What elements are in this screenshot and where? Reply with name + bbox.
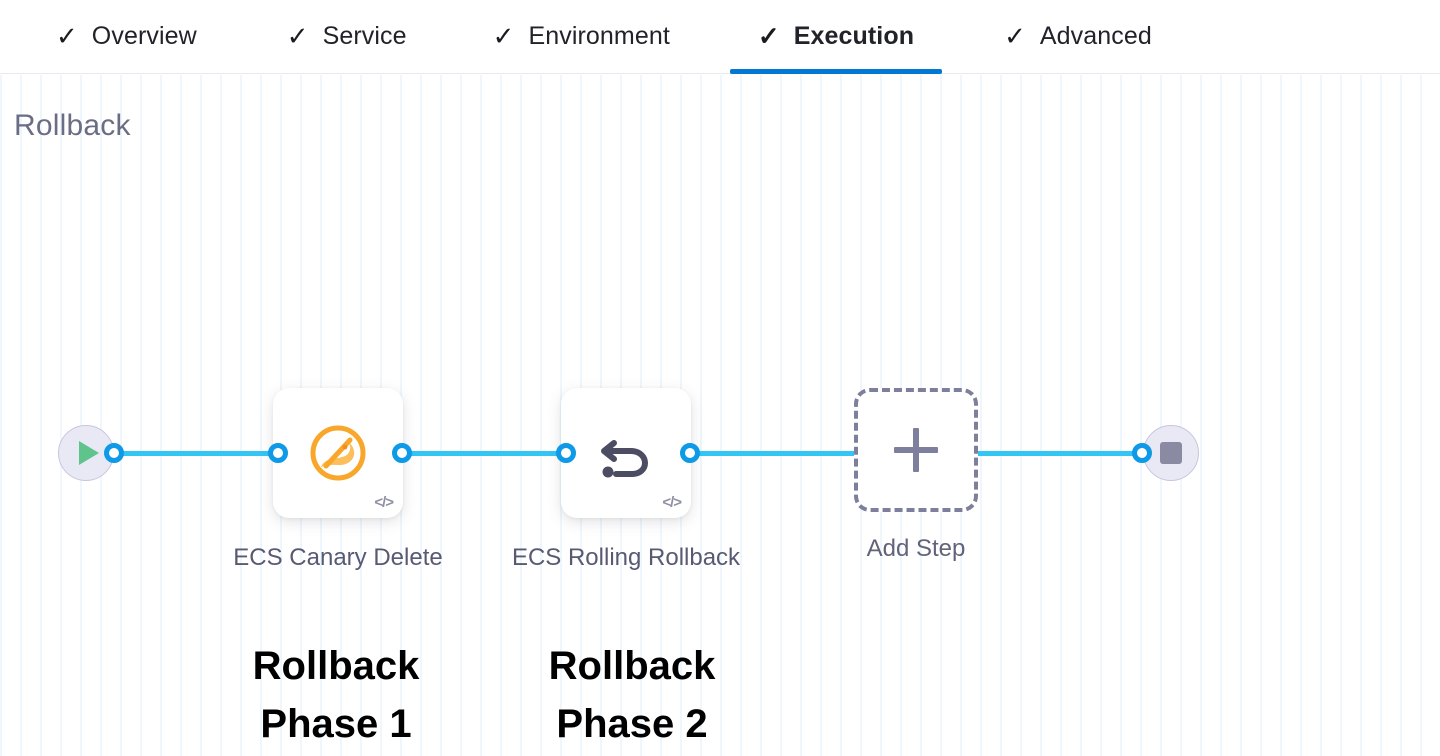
code-icon[interactable]: </> <box>662 494 682 511</box>
code-icon[interactable]: </> <box>374 494 394 511</box>
check-icon: ✓ <box>757 20 780 51</box>
check-icon: ✓ <box>492 20 515 51</box>
connector-line <box>398 451 570 456</box>
annotation-line: Rollback <box>252 644 420 688</box>
annotation-rollback-phase-1: Rollback Phase 1 <box>196 637 476 753</box>
check-icon: ✓ <box>286 20 309 51</box>
end-node[interactable] <box>1143 425 1199 481</box>
play-icon <box>79 441 99 465</box>
add-step-button[interactable] <box>854 388 978 512</box>
tab-execution[interactable]: ✓ Execution <box>729 0 943 74</box>
tab-overview-label: Overview <box>91 22 197 50</box>
connector-line <box>110 451 282 456</box>
tab-environment[interactable]: ✓ Environment <box>489 0 674 74</box>
wizard-tab-bar: ✓ Overview ✓ Service ✓ Environment ✓ Exe… <box>0 0 1440 74</box>
pipeline-canvas[interactable]: Rollback </> <box>0 75 1440 756</box>
connector-dot[interactable] <box>556 443 576 463</box>
tab-overview[interactable]: ✓ Overview <box>52 0 201 74</box>
connector-dot[interactable] <box>680 443 700 463</box>
connector-dot[interactable] <box>1132 443 1152 463</box>
annotation-line: Phase 1 <box>260 702 412 746</box>
tab-service[interactable]: ✓ Service <box>283 0 411 74</box>
check-icon: ✓ <box>56 20 78 51</box>
step-caption: ECS Rolling Rollback <box>511 544 741 571</box>
step-node-ecs-canary-delete[interactable]: </> <box>273 388 403 518</box>
rollback-arrow-icon <box>601 440 648 478</box>
step-node-ecs-rolling-rollback[interactable]: </> <box>561 388 691 518</box>
annotation-line: Phase 2 <box>556 702 708 746</box>
canvas-section-title: Rollback <box>14 109 131 142</box>
tab-advanced-label: Advanced <box>1039 22 1152 50</box>
plus-icon <box>894 428 938 472</box>
connector-dot[interactable] <box>392 443 412 463</box>
tab-service-label: Service <box>322 22 407 50</box>
step-caption: ECS Canary Delete <box>233 544 443 571</box>
connector-line <box>962 451 1148 456</box>
annotation-line: Rollback <box>548 644 716 688</box>
annotation-rollback-phase-2: Rollback Phase 2 <box>492 637 772 753</box>
check-icon: ✓ <box>1004 20 1026 51</box>
tab-environment-label: Environment <box>528 22 670 50</box>
execution-graph: </> </> Add Step ECS Canary Delete ECS R… <box>0 75 1440 756</box>
tab-execution-label: Execution <box>793 22 915 50</box>
ecs-canary-icon <box>310 425 366 481</box>
connector-line <box>686 451 874 456</box>
tab-advanced[interactable]: ✓ Advanced <box>1000 0 1156 74</box>
connector-dot[interactable] <box>104 443 124 463</box>
connector-dot[interactable] <box>268 443 288 463</box>
add-step-label: Add Step <box>866 535 966 562</box>
stop-icon <box>1160 442 1182 464</box>
